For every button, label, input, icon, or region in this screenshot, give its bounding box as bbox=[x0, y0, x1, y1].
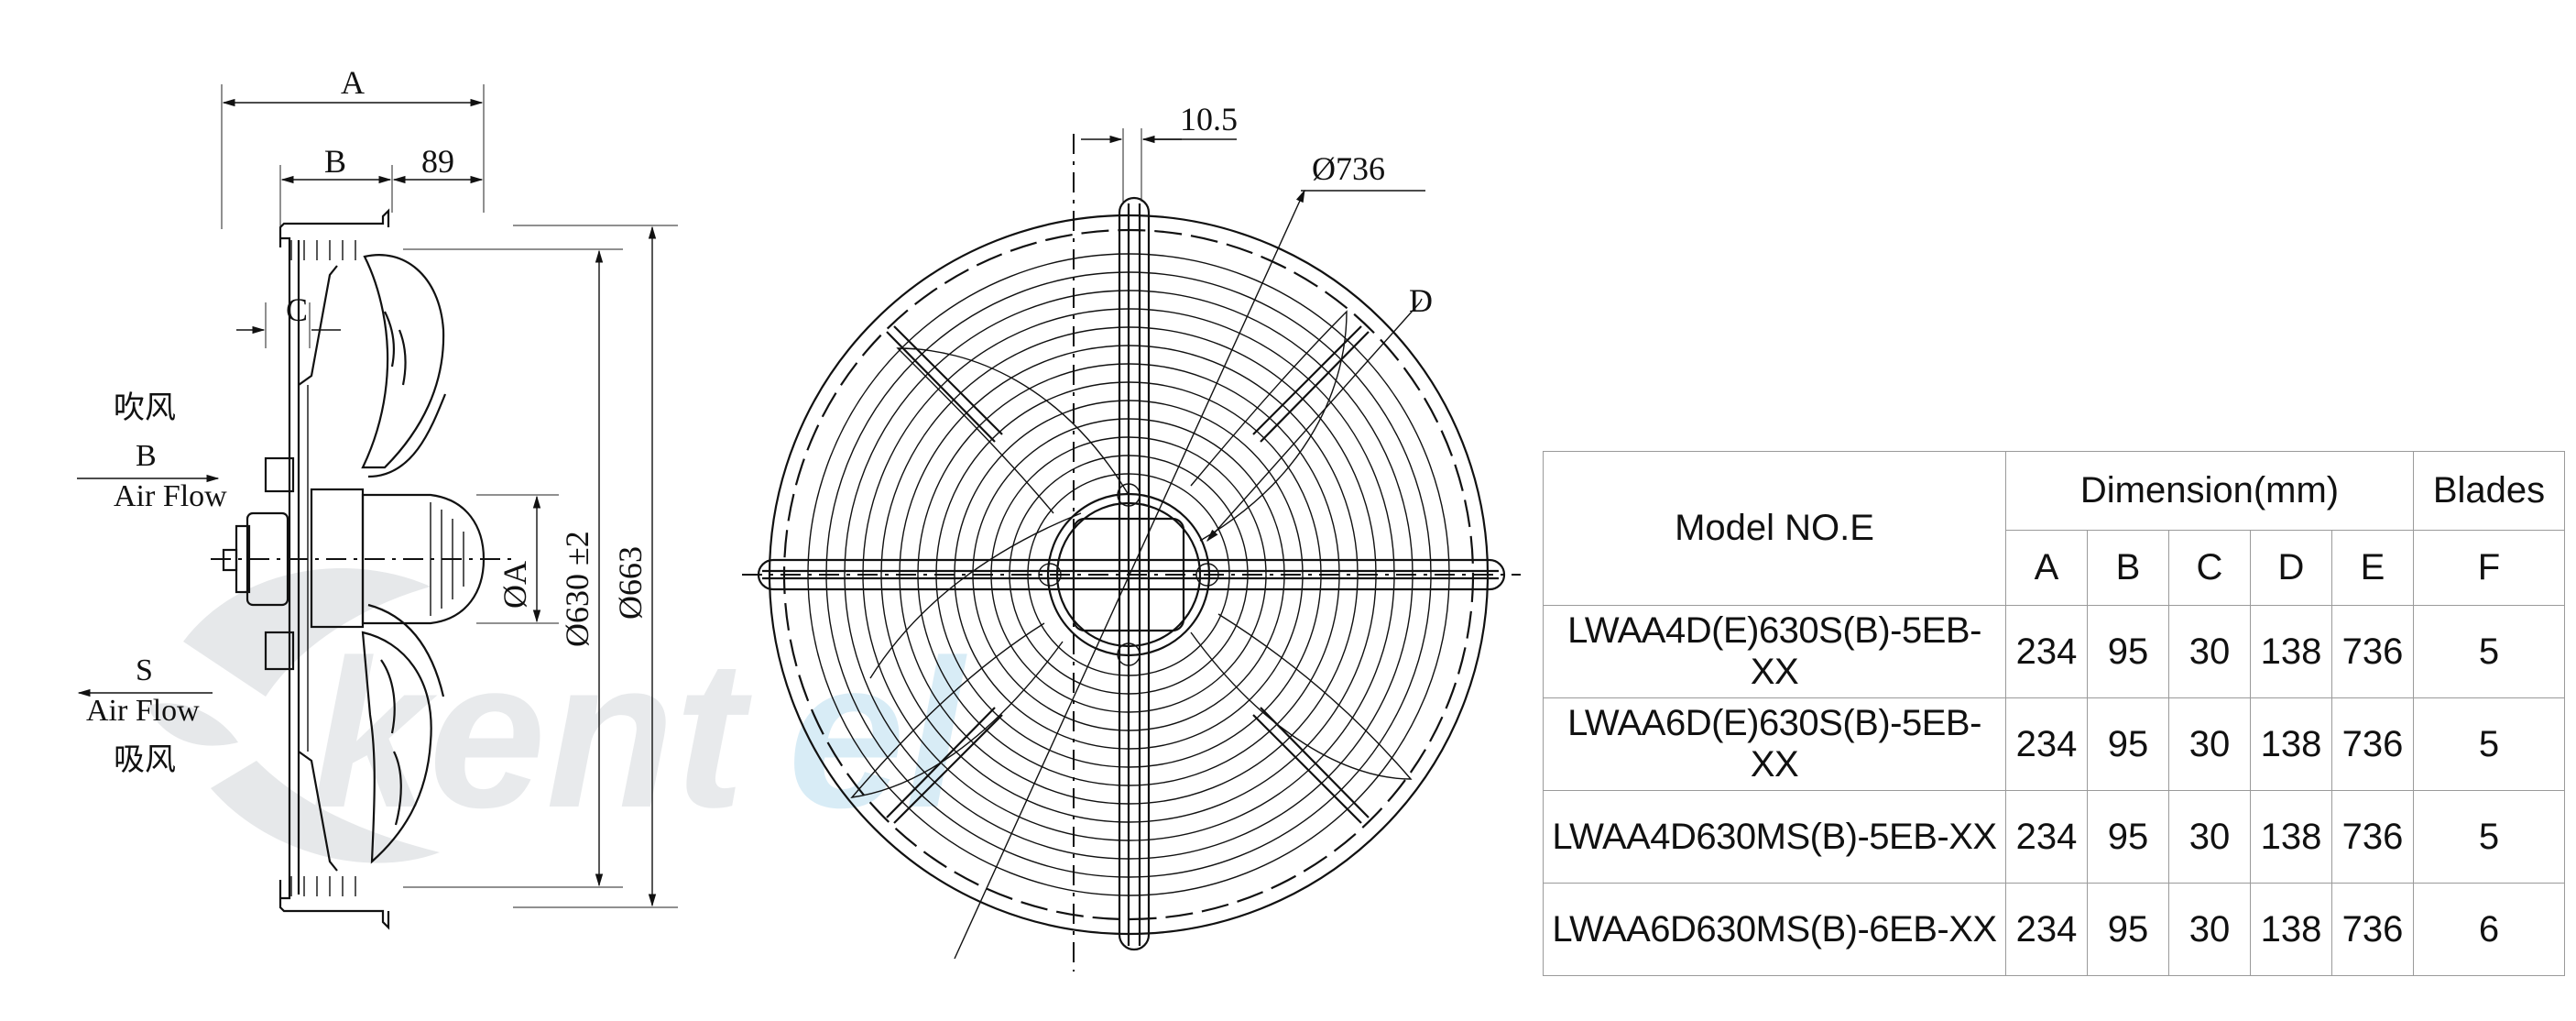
cell-f: 5 bbox=[2413, 790, 2565, 884]
table-subheader-row: A B C D E F bbox=[1544, 530, 2565, 606]
cell-e: 736 bbox=[2331, 883, 2414, 976]
dim-label-663: Ø663 bbox=[612, 546, 649, 620]
cell-c: 30 bbox=[2168, 605, 2251, 698]
dim-label-b: B bbox=[324, 143, 346, 180]
dim-label-d: D bbox=[1409, 282, 1433, 319]
cell-b: 95 bbox=[2087, 697, 2169, 791]
cell-a: 234 bbox=[2005, 605, 2088, 698]
col-header-e: E bbox=[2331, 530, 2414, 606]
spec-table: Model NO.E Dimension(mm) Blades A B C D … bbox=[1543, 451, 2565, 976]
suck-label-airflow: Air Flow bbox=[86, 694, 200, 728]
cell-a: 234 bbox=[2005, 790, 2088, 884]
cell-c: 30 bbox=[2168, 883, 2251, 976]
blades-header-cell: Blades bbox=[2413, 451, 2565, 531]
watermark-text-main: kent bbox=[311, 616, 752, 851]
suck-label-cn: 吸风 bbox=[114, 741, 176, 778]
dim-label-oa: ØA bbox=[497, 561, 533, 609]
dim-label-630: Ø630 ±2 bbox=[559, 531, 595, 647]
dim-label-736: Ø736 bbox=[1312, 150, 1385, 187]
dim-label-89: 89 bbox=[421, 143, 454, 180]
cell-e: 736 bbox=[2331, 790, 2414, 884]
blow-label-cn: 吹风 bbox=[114, 390, 176, 426]
cell-e: 736 bbox=[2331, 697, 2414, 791]
suck-label-s: S bbox=[136, 653, 153, 687]
model-cell: LWAA4D(E)630S(B)-5EB-XX bbox=[1543, 605, 2006, 698]
col-header-a: A bbox=[2005, 530, 2088, 606]
col-header-b: B bbox=[2087, 530, 2169, 606]
table-row: LWAA4D630MS(B)-5EB-XX 234 95 30 138 736 … bbox=[1543, 790, 2565, 884]
watermark-text-accent: el bbox=[788, 616, 967, 851]
cell-d: 138 bbox=[2250, 790, 2332, 884]
cell-d: 138 bbox=[2250, 883, 2332, 976]
table-row: LWAA6D630MS(B)-6EB-XX 234 95 30 138 736 … bbox=[1543, 883, 2565, 976]
watermark-logo: kent el bbox=[147, 568, 967, 863]
dim-label-a: A bbox=[341, 64, 365, 101]
model-cell: LWAA6D(E)630S(B)-5EB-XX bbox=[1543, 697, 2006, 791]
table-row: LWAA6D(E)630S(B)-5EB-XX 234 95 30 138 73… bbox=[1543, 697, 2565, 791]
cell-c: 30 bbox=[2168, 697, 2251, 791]
col-header-d: D bbox=[2250, 530, 2332, 606]
dim-label-10-5: 10.5 bbox=[1180, 101, 1238, 137]
cell-a: 234 bbox=[2005, 697, 2088, 791]
model-cell: LWAA4D630MS(B)-5EB-XX bbox=[1543, 790, 2006, 884]
side-view: A B 89 C bbox=[77, 64, 678, 930]
col-header-c: C bbox=[2168, 530, 2251, 606]
cell-f: 6 bbox=[2413, 883, 2565, 976]
cell-b: 95 bbox=[2087, 790, 2169, 884]
dimension-header-cell: Dimension(mm) bbox=[2005, 451, 2414, 531]
cell-b: 95 bbox=[2087, 883, 2169, 976]
cell-f: 5 bbox=[2413, 605, 2565, 698]
model-header-cell: Model NO.E bbox=[1543, 451, 2006, 606]
cell-f: 5 bbox=[2413, 697, 2565, 791]
cell-d: 138 bbox=[2250, 605, 2332, 698]
table-header-row: Model NO.E Dimension(mm) Blades bbox=[1543, 451, 2565, 606]
table-row: LWAA4D(E)630S(B)-5EB-XX 234 95 30 138 73… bbox=[1543, 605, 2565, 698]
cell-a: 234 bbox=[2005, 883, 2088, 976]
front-view: 10.5 Ø736 D bbox=[742, 101, 1521, 972]
col-header-f: F bbox=[2413, 530, 2565, 606]
cell-c: 30 bbox=[2168, 790, 2251, 884]
cell-d: 138 bbox=[2250, 697, 2332, 791]
blow-label-airflow: Air Flow bbox=[114, 479, 227, 513]
cell-b: 95 bbox=[2087, 605, 2169, 698]
blow-label-b: B bbox=[136, 439, 157, 473]
cell-e: 736 bbox=[2331, 605, 2414, 698]
model-cell: LWAA6D630MS(B)-6EB-XX bbox=[1543, 883, 2006, 976]
